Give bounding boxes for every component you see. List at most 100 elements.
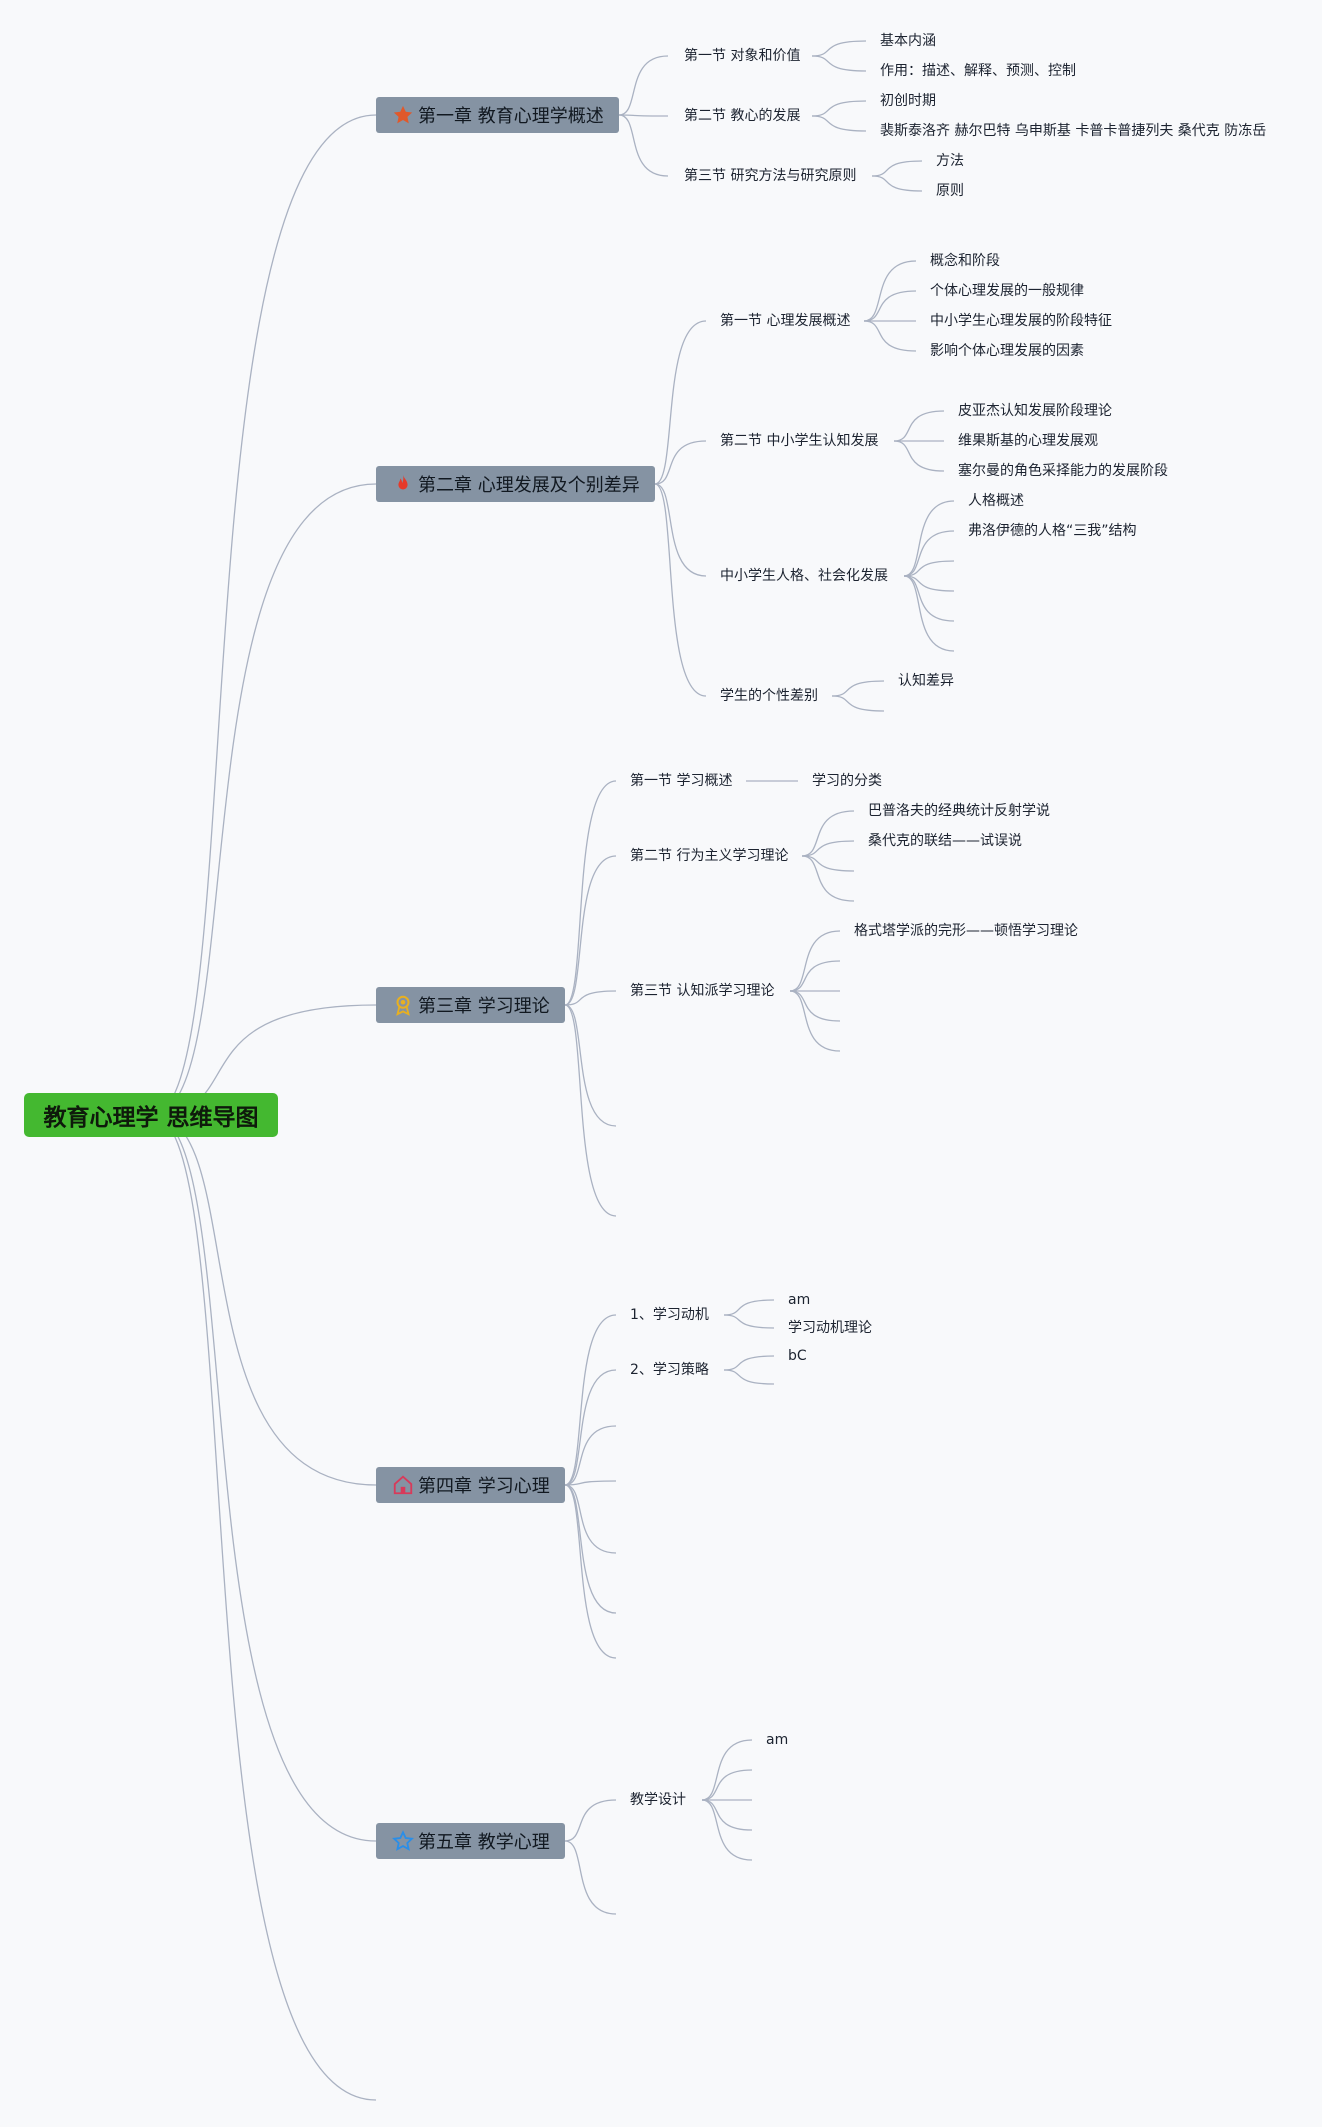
connector-line: [564, 1840, 617, 1915]
star-outline-icon: [392, 1830, 414, 1852]
root-topic[interactable]: 教育心理学 思维导图: [24, 1093, 278, 1137]
connector-line: [903, 560, 955, 577]
leaf-concept-stages[interactable]: 概念和阶段: [930, 253, 1000, 269]
home-icon: [392, 1474, 414, 1496]
leaf-principles[interactable]: 原则: [936, 183, 964, 199]
connector-line: [893, 440, 945, 472]
leaf-freud[interactable]: 弗洛伊德的人格“三我”结构: [968, 523, 1137, 539]
leaf-cognitive-differences[interactable]: 认知差异: [898, 673, 954, 689]
connector-line: [564, 990, 617, 1006]
leaf-thorndike[interactable]: 桑代克的联结——试误说: [868, 833, 1022, 849]
connector-line: [801, 810, 855, 857]
leaf-stage-features[interactable]: 中小学生心理发展的阶段特征: [930, 313, 1112, 329]
connector-line: [811, 40, 867, 57]
connector-line: [151, 1114, 377, 1842]
connector-line: [903, 575, 955, 622]
leaf-am-2[interactable]: am: [766, 1732, 789, 1748]
connector-line: [618, 114, 669, 117]
leaf-motivation-theory[interactable]: 学习动机理论: [788, 1320, 872, 1336]
connector-line: [564, 1004, 617, 1127]
chapter-5-label: 第五章 教学心理: [418, 1832, 550, 1853]
connector-line: [863, 260, 917, 322]
leaf-pavlov[interactable]: 巴普洛夫的经典统计反射学说: [868, 803, 1050, 819]
leaf-functions[interactable]: 作用：描述、解释、预测、控制: [880, 63, 1076, 79]
chapter-3-section-2[interactable]: 第二节 行为主义学习理论: [630, 848, 789, 864]
chapter-4-section-2[interactable]: 2、学习策略: [630, 1362, 709, 1378]
connector-line: [801, 855, 855, 872]
connector-line: [903, 530, 955, 577]
connector-line: [654, 483, 707, 697]
leaf-learning-classification[interactable]: 学习的分类: [812, 773, 882, 789]
leaf-piaget[interactable]: 皮亚杰认知发展阶段理论: [958, 403, 1112, 419]
connector-line: [701, 1799, 753, 1831]
connector-line: [903, 500, 955, 577]
chapter-1-section-3[interactable]: 第三节 研究方法与研究原则: [684, 168, 857, 184]
connector-line: [564, 1484, 617, 1554]
connector-line: [903, 575, 955, 652]
leaf-am[interactable]: am: [788, 1292, 811, 1308]
leaf-early-period[interactable]: 初创时期: [880, 93, 936, 109]
connector-line: [151, 483, 377, 1116]
connector-line: [811, 100, 867, 117]
chapter-1-section-2[interactable]: 第二节 教心的发展: [684, 108, 801, 124]
star-icon: [392, 104, 414, 126]
leaf-methods[interactable]: 方法: [936, 153, 964, 169]
connector-line: [564, 1369, 617, 1486]
chapter-5-topic[interactable]: 第五章 教学心理: [376, 1823, 565, 1859]
leaf-influencing-factors[interactable]: 影响个体心理发展的因素: [930, 343, 1084, 359]
connector-line: [564, 1004, 617, 1217]
chapter-2-section-2[interactable]: 第二节 中小学生认知发展: [720, 433, 879, 449]
leaf-vygotsky[interactable]: 维果斯基的心理发展观: [958, 433, 1098, 449]
connector-line: [789, 930, 841, 992]
leaf-basic-meaning[interactable]: 基本内涵: [880, 33, 936, 49]
connector-line: [871, 175, 923, 192]
leaf-selman[interactable]: 塞尔曼的角色采择能力的发展阶段: [958, 463, 1168, 479]
connector-line: [723, 1314, 775, 1329]
leaf-bc[interactable]: bC: [788, 1348, 807, 1364]
connector-line: [701, 1769, 753, 1801]
fire-icon: [392, 473, 414, 495]
connector-line: [654, 483, 707, 577]
award-icon: [392, 994, 414, 1016]
chapter-2-section-4[interactable]: 学生的个性差别: [720, 688, 818, 704]
chapter-3-section-3[interactable]: 第三节 认知派学习理论: [630, 983, 775, 999]
connector-line: [618, 114, 669, 177]
leaf-gestalt[interactable]: 格式塔学派的完形——顿悟学习理论: [854, 923, 1078, 939]
chapter-4-section-1[interactable]: 1、学习动机: [630, 1307, 709, 1323]
leaf-representatives[interactable]: 裴斯泰洛齐 赫尔巴特 乌申斯基 卡普卡普捷列夫 桑代克 防冻岳: [880, 123, 1267, 139]
chapter-1-topic[interactable]: 第一章 教育心理学概述: [376, 97, 619, 133]
chapter-4-topic[interactable]: 第四章 学习心理: [376, 1467, 565, 1503]
connector-line: [564, 780, 617, 1006]
connector-line: [863, 290, 917, 322]
chapter-4-label: 第四章 学习心理: [418, 1476, 550, 1497]
chapter-1-section-1[interactable]: 第一节 对象和价值: [684, 48, 801, 64]
connector-line: [564, 1480, 617, 1486]
chapter-3-section-1[interactable]: 第一节 学习概述: [630, 773, 733, 789]
connector-line: [831, 695, 885, 712]
chapter-2-section-1[interactable]: 第一节 心理发展概述: [720, 313, 851, 329]
connector-line: [903, 575, 955, 592]
connector-line: [831, 680, 885, 697]
connector-line: [723, 1355, 775, 1371]
leaf-general-laws[interactable]: 个体心理发展的一般规律: [930, 283, 1084, 299]
connector-line: [723, 1369, 775, 1385]
connector-line: [801, 840, 855, 857]
connector-line: [893, 410, 945, 442]
connector-line: [654, 440, 707, 485]
connector-line: [151, 114, 377, 1116]
chapter-1-label: 第一章 教育心理学概述: [418, 106, 604, 127]
connector-line: [151, 1114, 377, 2101]
connector-line: [789, 990, 841, 1022]
leaf-personality-overview[interactable]: 人格概述: [968, 493, 1024, 509]
connector-line: [811, 115, 867, 132]
connector-line: [871, 160, 923, 177]
chapter-2-topic[interactable]: 第二章 心理发展及个别差异: [376, 466, 655, 502]
connector-line: [564, 1425, 617, 1486]
connector-line: [564, 1314, 617, 1486]
chapter-3-topic[interactable]: 第三章 学习理论: [376, 987, 565, 1023]
connector-line: [564, 1484, 617, 1614]
connector-line: [801, 855, 855, 902]
chapter-5-section-1[interactable]: 教学设计: [630, 1792, 686, 1808]
chapter-2-section-3[interactable]: 中小学生人格、社会化发展: [720, 568, 888, 584]
